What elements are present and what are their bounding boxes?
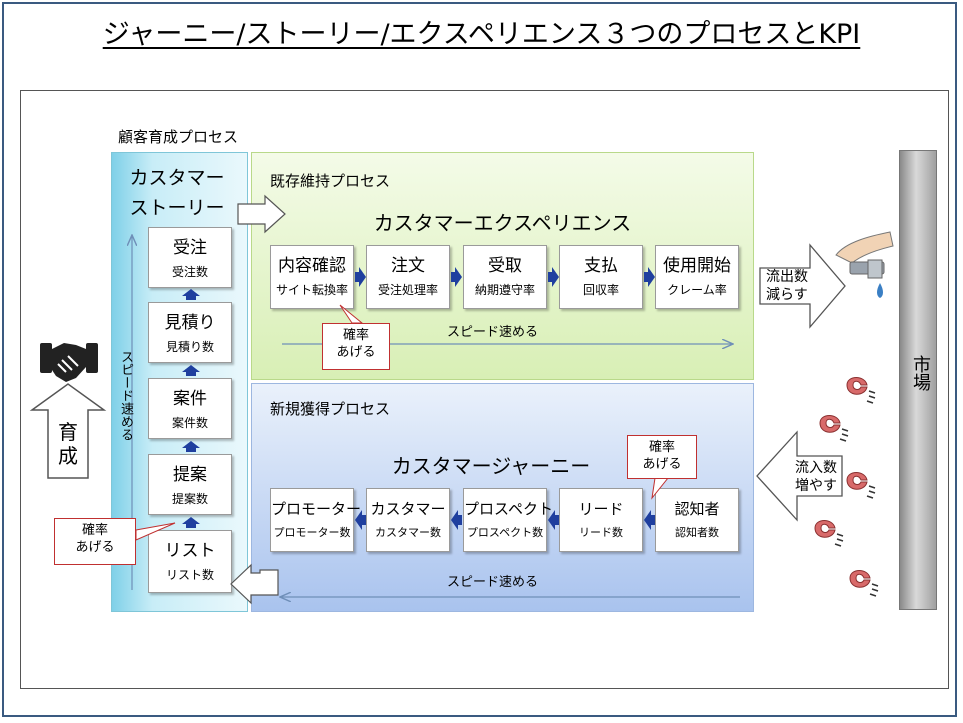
retention-step-arrows <box>355 267 655 287</box>
growth-callout-pointer <box>135 522 176 541</box>
outflow-label: 流出数 減らす <box>766 269 808 303</box>
page-title: ジャーニー/ストーリー/エクスペリエンス３つのプロセスとKPI <box>102 19 861 50</box>
outflow-arrow <box>759 243 846 329</box>
acquisition-step-arrows <box>355 510 655 530</box>
stage-box-customer: カスタマーカスタマー数 <box>366 488 450 552</box>
inflow-label: 流入数 増やす <box>795 460 837 494</box>
stage-box-prospect: プロスペクトプロスペクト数 <box>463 488 553 552</box>
growth-arrow-label: 育 成 <box>58 420 78 468</box>
retention-speed-label: スピード速める <box>447 325 539 340</box>
acquisition-callout-pointer <box>651 477 670 500</box>
diagram-area <box>20 90 949 689</box>
stage-box-ordering: 注文受注処理率 <box>366 245 450 309</box>
growth-callout: 確率 あげる <box>54 518 136 565</box>
inflow-arrow <box>756 430 843 522</box>
customer-story-title: カスタマー ストーリー <box>129 167 225 219</box>
acquisition-speed-label: スピード速める <box>447 575 539 590</box>
market-bar <box>899 150 937 610</box>
growth-up-arrow <box>29 383 107 479</box>
growth-process-label: 顧客育成プロセス <box>118 128 239 146</box>
stage-box-promoter: プロモータープロモーター数 <box>270 488 361 552</box>
stage-box-receipt: 受取納期遵守率 <box>463 245 547 309</box>
stage-box-estimate: 見積り見積り数 <box>148 302 232 363</box>
stage-box-payment: 支払回収率 <box>559 245 643 309</box>
stage-box-list: リストリスト数 <box>148 530 232 593</box>
stage-box-aware: 認知者認知者数 <box>655 488 739 552</box>
magnet-icon <box>814 377 879 597</box>
handshake-icon <box>40 343 98 382</box>
stage-box-deal: 案件案件数 <box>148 378 232 439</box>
customer-journey-title: カスタマージャーニー <box>391 454 591 478</box>
growth-step-arrows <box>182 289 200 528</box>
retention-callout-pointer <box>339 304 364 324</box>
growth-speed-label: スピード速める <box>118 350 133 441</box>
story-to-experience-arrow <box>237 194 286 234</box>
faucet-icon <box>835 231 894 298</box>
acquisition-callout: 確率 あげる <box>627 435 697 479</box>
market-label: 市場 <box>910 355 931 391</box>
stage-box-proposal: 提案提案数 <box>148 454 232 515</box>
retention-callout: 確率 あげる <box>322 323 390 370</box>
stage-box-lead: リードリード数 <box>559 488 643 552</box>
journey-to-story-arrow <box>230 563 279 605</box>
retention-process-label: 既存維持プロセス <box>270 172 391 190</box>
stage-box-order: 受注受注数 <box>148 227 232 288</box>
stage-box-start-use: 使用開始クレーム率 <box>655 245 739 309</box>
customer-experience-title: カスタマーエクスペリエンス <box>373 211 632 235</box>
stage-box-content-check: 内容確認サイト転換率 <box>270 245 354 309</box>
acquisition-process-label: 新規獲得プロセス <box>270 400 391 418</box>
